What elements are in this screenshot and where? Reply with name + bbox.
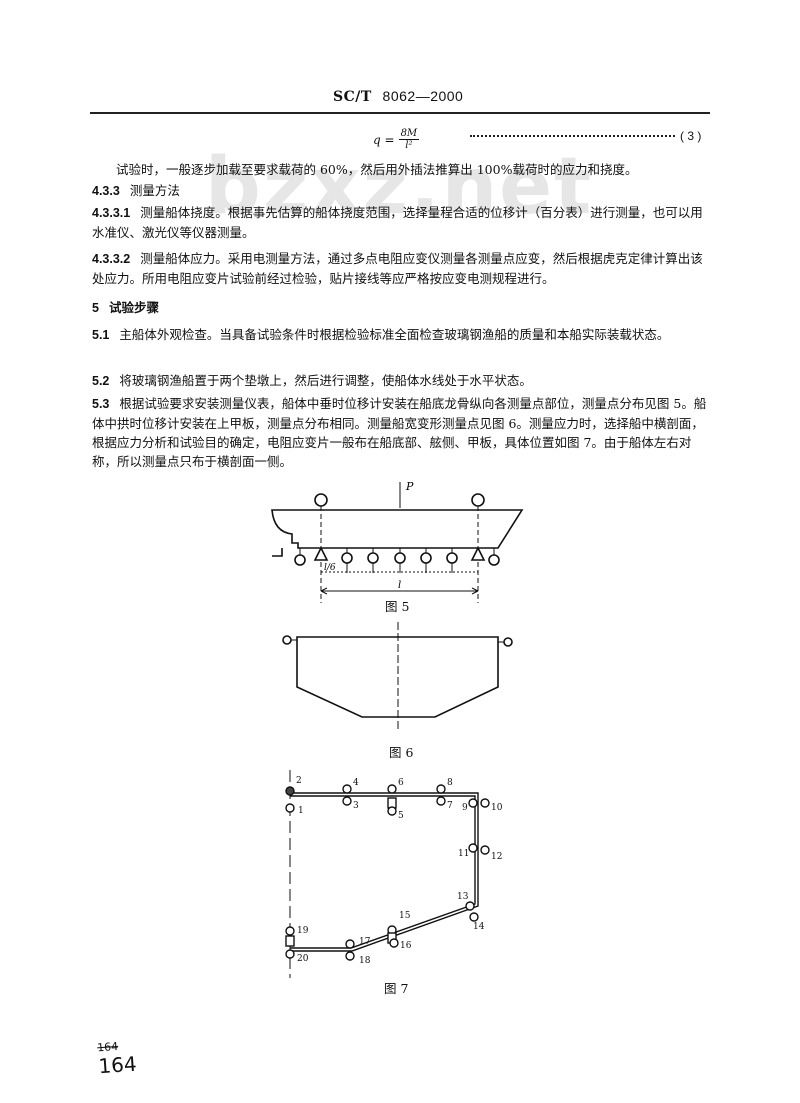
section-number: 5.3 xyxy=(92,397,110,411)
section-title: 试验步骤 xyxy=(108,300,159,315)
point-label: 16 xyxy=(400,941,412,951)
handwritten-page-number: 164 164 xyxy=(97,1039,138,1079)
point-label: 11 xyxy=(458,849,469,859)
section-text: 测量船体挠度。根据事先估算的船体挠度范围，选择量程合适的位移计（百分表）进行测量… xyxy=(92,205,703,240)
figure-5-caption: 图 5 xyxy=(385,599,410,614)
point-label: 8 xyxy=(447,778,453,788)
point-label: 17 xyxy=(359,937,371,947)
span-label: l xyxy=(398,580,401,591)
watermark: bzxz.net xyxy=(205,142,594,232)
section-title: 测量方法 xyxy=(129,183,180,198)
point-label: 2 xyxy=(296,776,302,786)
point-label: 18 xyxy=(359,956,371,966)
point-label: 4 xyxy=(353,778,359,788)
point-label: 13 xyxy=(457,892,469,902)
figure-6-cross-section xyxy=(282,622,513,732)
section-number: 5.2 xyxy=(92,374,110,388)
section-text: 根据试验要求安装测量仪表，船体中垂时位移计安装在船底龙骨纵向各测量点部位，测量点… xyxy=(92,396,707,469)
point-label: 3 xyxy=(353,801,359,811)
section-5-heading: 5 试验步骤 xyxy=(92,298,712,318)
figure-5-hull-side-view: P l/6 l xyxy=(271,480,524,603)
section-5-2: 5.2 将玻璃钢渔船置于两个垫墩上，然后进行调整，使船体水线处于水平状态。 xyxy=(92,371,712,391)
point-label: 10 xyxy=(491,803,503,813)
figure-6-caption: 图 6 xyxy=(389,745,414,760)
standard-code: SC/T xyxy=(333,89,372,105)
formula-denominator: l² xyxy=(405,140,413,151)
point-label: 6 xyxy=(398,778,404,788)
section-number: 5 xyxy=(92,301,99,315)
section-text: 主船体外观检查。当具备试验条件时根据检验标准全面检查玻璃钢渔船的质量和本船实际装… xyxy=(119,327,670,342)
standard-number: 8062—2000 xyxy=(382,88,464,104)
formula-lhs: q = xyxy=(373,132,395,147)
point-label: 14 xyxy=(473,922,485,932)
formula-leader-dots xyxy=(470,135,675,137)
point-label: 7 xyxy=(447,801,453,811)
document-header: SC/T 8062—2000 xyxy=(333,88,463,105)
formula-fraction: 8M l² xyxy=(398,128,420,151)
point-label: 19 xyxy=(297,926,309,936)
segment-label: l/6 xyxy=(324,563,336,573)
equation-number: ( 3 ) xyxy=(680,129,702,143)
section-number: 4.3.3.1 xyxy=(92,206,131,220)
section-number: 5.1 xyxy=(92,328,110,342)
figure-7-caption: 图 7 xyxy=(384,981,409,996)
figure-7-strain-gauge-layout: 1 2 3 4 5 6 7 8 9 10 11 12 13 14 15 16 1… xyxy=(285,770,503,978)
load-label: P xyxy=(405,480,414,493)
formula-numerator: 8M xyxy=(398,128,420,140)
section-number: 4.3.3 xyxy=(92,184,120,198)
point-label: 12 xyxy=(491,852,502,862)
section-text: 测量船体应力。采用电测量方法，通过多点电阻应变仪测量各测量点应变，然后根据虎克定… xyxy=(92,251,703,286)
section-5-1: 5.1 主船体外观检查。当具备试验条件时根据检验标准全面检查玻璃钢渔船的质量和本船… xyxy=(92,325,712,345)
point-label: 1 xyxy=(298,806,304,816)
section-4-3-3: 4.3.3 测量方法 xyxy=(92,181,712,201)
page-number: 164 xyxy=(97,1051,138,1079)
point-label: 5 xyxy=(398,811,404,821)
section-number: 4.3.3.2 xyxy=(92,252,131,266)
header-rule xyxy=(90,112,710,114)
section-text: 将玻璃钢渔船置于两个垫墩上，然后进行调整，使船体水线处于水平状态。 xyxy=(119,373,532,388)
point-label: 15 xyxy=(399,911,411,921)
paragraph-load: 试验时，一般逐步加载至要求载荷的 60%，然后用外插法推算出 100%载荷时的应… xyxy=(116,162,638,177)
formula-3: q = 8M l² xyxy=(373,128,420,151)
point-label: 9 xyxy=(462,803,468,813)
point-label: 20 xyxy=(297,954,309,964)
